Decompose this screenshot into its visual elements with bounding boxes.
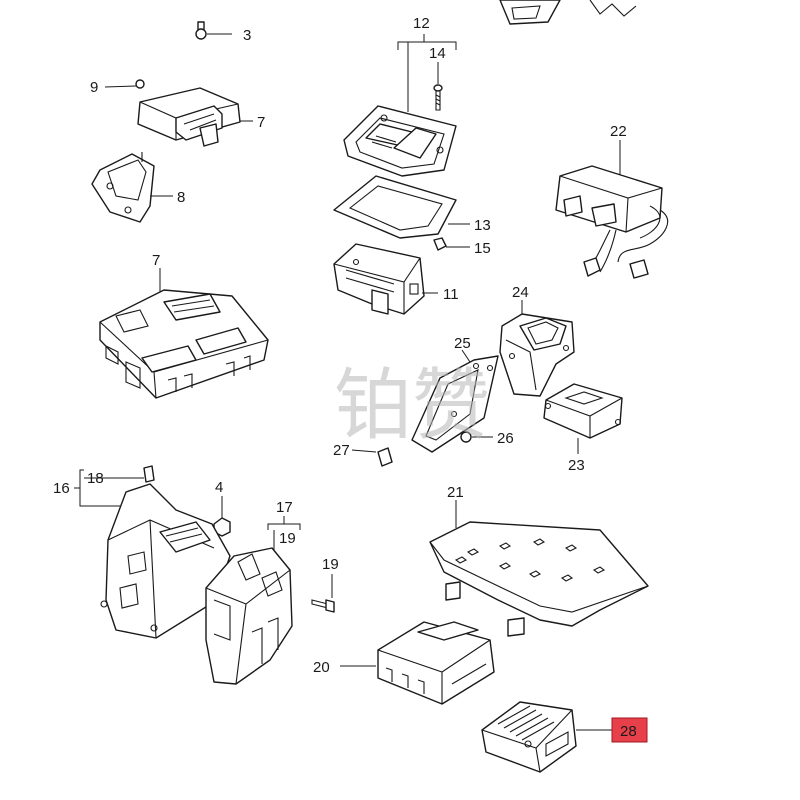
- part-28-highlight-box: [611, 717, 648, 743]
- watermark: 铂赞: [334, 361, 490, 451]
- label-25: 25: [454, 335, 471, 352]
- part-13-gasket: [333, 175, 470, 239]
- label-20: 20: [313, 659, 330, 676]
- label-11: 11: [443, 286, 459, 303]
- label-8: 8: [177, 189, 185, 206]
- part-7-control-unit-mid: [99, 268, 269, 399]
- part-17-housing: [205, 547, 293, 685]
- part-18-clip: [143, 465, 155, 483]
- label-26: 26: [497, 430, 514, 447]
- label-7-mid: 7: [152, 252, 160, 269]
- part-3-screw: [195, 21, 232, 40]
- label-17: 17: [276, 499, 293, 516]
- label-23: 23: [568, 457, 585, 474]
- label-24: 24: [512, 284, 529, 301]
- label-22: 22: [610, 123, 627, 140]
- label-18: 18: [87, 470, 104, 487]
- part-21-tray: [429, 500, 649, 637]
- part-22-harness-module: [555, 140, 669, 279]
- part-12-cover: [343, 105, 457, 177]
- part-8-bracket: [91, 152, 173, 223]
- part-4-nut: [213, 496, 231, 537]
- part-28-connector-module: [481, 701, 612, 773]
- label-4: 4: [215, 479, 223, 496]
- bracket-12: [397, 34, 457, 112]
- label-15: 15: [474, 240, 491, 257]
- label-13: 13: [474, 217, 491, 234]
- part-24-bracket: [499, 300, 575, 397]
- label-27: 27: [333, 442, 350, 459]
- label-21: 21: [447, 484, 464, 501]
- part-14-screw: [433, 84, 443, 111]
- label-9: 9: [90, 79, 98, 96]
- part-20-module: [340, 621, 495, 705]
- label-14: 14: [429, 45, 446, 62]
- part-16-ecu: [100, 483, 231, 639]
- label-12: 12: [413, 15, 430, 32]
- part-26-bolt: [460, 431, 493, 443]
- label-3: 3: [243, 27, 251, 44]
- part-top-right-cropped: [499, 0, 637, 25]
- part-9-nut: [104, 79, 145, 89]
- part-23-sensor-module: [543, 383, 623, 454]
- label-16: 16: [53, 480, 70, 497]
- label-7-top: 7: [257, 114, 265, 131]
- label-19-bracket: 19: [279, 530, 296, 547]
- label-19: 19: [322, 556, 339, 573]
- label-28: 28: [620, 723, 637, 740]
- part-7-control-module-top: [137, 87, 253, 147]
- part-25-bracket-plate: [411, 349, 499, 453]
- part-15-clip: [433, 237, 470, 251]
- part-27-clip: [351, 447, 393, 467]
- part-19-screw: [311, 574, 335, 613]
- part-11-module: [333, 243, 438, 315]
